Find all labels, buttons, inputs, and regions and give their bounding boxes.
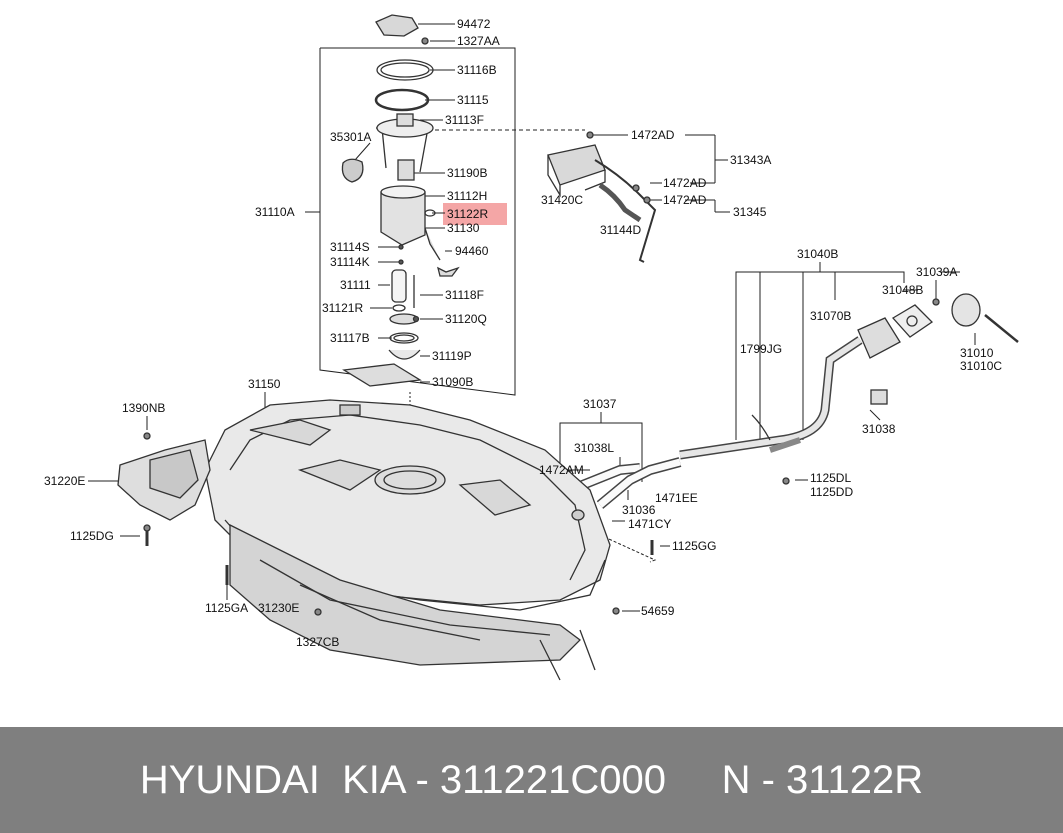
label-31130[interactable]: 31130 xyxy=(447,221,480,235)
label-31150[interactable]: 31150 xyxy=(248,377,281,391)
label-31345[interactable]: 31345 xyxy=(733,205,767,219)
label-31121R[interactable]: 31121R xyxy=(322,301,363,315)
label-31114K[interactable]: 31114K xyxy=(330,255,370,269)
label-31220E[interactable]: 31220E xyxy=(44,474,85,488)
label-94460[interactable]: 94460 xyxy=(455,244,489,258)
label-31070B[interactable]: 31070B xyxy=(810,309,851,323)
label-31010[interactable]: 31010 xyxy=(960,346,994,360)
label-1472AD-top[interactable]: 1472AD xyxy=(631,128,675,142)
label-35301A[interactable]: 35301A xyxy=(330,130,371,144)
label-31048B[interactable]: 31048B xyxy=(882,283,923,297)
label-1125DD[interactable]: 1125DD xyxy=(810,485,853,499)
label-31116B[interactable]: 31116B xyxy=(457,63,497,77)
label-31040B[interactable]: 31040B xyxy=(797,247,838,261)
label-31113F[interactable]: 31113F xyxy=(445,113,484,127)
label-1472AD-mid[interactable]: 1472AD xyxy=(663,176,707,190)
label-1125GG[interactable]: 1125GG xyxy=(672,539,716,553)
label-1471CY[interactable]: 1471CY xyxy=(628,517,671,531)
label-1327AA[interactable]: 1327AA xyxy=(457,34,500,48)
label-94472[interactable]: 94472 xyxy=(457,17,491,31)
label-1125DG[interactable]: 1125DG xyxy=(70,529,114,543)
label-31122R[interactable]: 31122R xyxy=(447,207,488,221)
label-31120Q[interactable]: 31120Q xyxy=(445,312,487,326)
label-1471EE[interactable]: 1471EE xyxy=(655,491,698,505)
label-31038L[interactable]: 31038L xyxy=(574,441,614,455)
label-31117B[interactable]: 31117B xyxy=(330,331,370,345)
label-31190B[interactable]: 31190B xyxy=(447,166,487,180)
label-1125GA[interactable]: 1125GA xyxy=(205,601,248,615)
label-1472AD-low[interactable]: 1472AD xyxy=(663,193,707,207)
label-31090B[interactable]: 31090B xyxy=(432,375,473,389)
label-1799JG[interactable]: 1799JG xyxy=(740,342,782,356)
label-31010C[interactable]: 31010C xyxy=(960,359,1002,373)
highlight-31122R xyxy=(443,203,507,225)
label-31038[interactable]: 31038 xyxy=(862,422,896,436)
label-31115[interactable]: 31115 xyxy=(457,93,489,107)
label-1472AM[interactable]: 1472AM xyxy=(539,463,584,477)
label-31114S[interactable]: 31114S xyxy=(330,240,370,254)
label-31111[interactable]: 31111 xyxy=(340,278,371,292)
part-number-text: HYUNDAI KIA - 311221C000 N - 31122R xyxy=(139,757,924,802)
label-31118F[interactable]: 31118F xyxy=(445,288,484,302)
label-31112H[interactable]: 31112H xyxy=(447,189,487,203)
label-31036[interactable]: 31036 xyxy=(622,503,656,517)
pump-module-frame xyxy=(319,47,516,396)
parts-diagram: 94472 1327AA 31116B 31115 31113F 35301A … xyxy=(44,14,1019,681)
label-54659[interactable]: 54659 xyxy=(641,604,675,618)
label-1125DL[interactable]: 1125DL xyxy=(810,471,851,485)
label-31230E[interactable]: 31230E xyxy=(258,601,299,615)
label-31420C[interactable]: 31420C xyxy=(541,193,583,207)
part-number-banner: HYUNDAI KIA - 311221C000 N - 31122R xyxy=(0,727,1063,833)
label-31343A[interactable]: 31343A xyxy=(730,153,771,167)
label-1327CB[interactable]: 1327CB xyxy=(296,635,339,649)
label-31039A[interactable]: 31039A xyxy=(916,265,957,279)
label-31110A[interactable]: 31110A xyxy=(255,205,295,219)
label-31119P[interactable]: 31119P xyxy=(432,349,472,363)
label-31144D[interactable]: 31144D xyxy=(600,223,641,237)
label-31037[interactable]: 31037 xyxy=(583,397,617,411)
label-1390NB[interactable]: 1390NB xyxy=(122,401,165,415)
